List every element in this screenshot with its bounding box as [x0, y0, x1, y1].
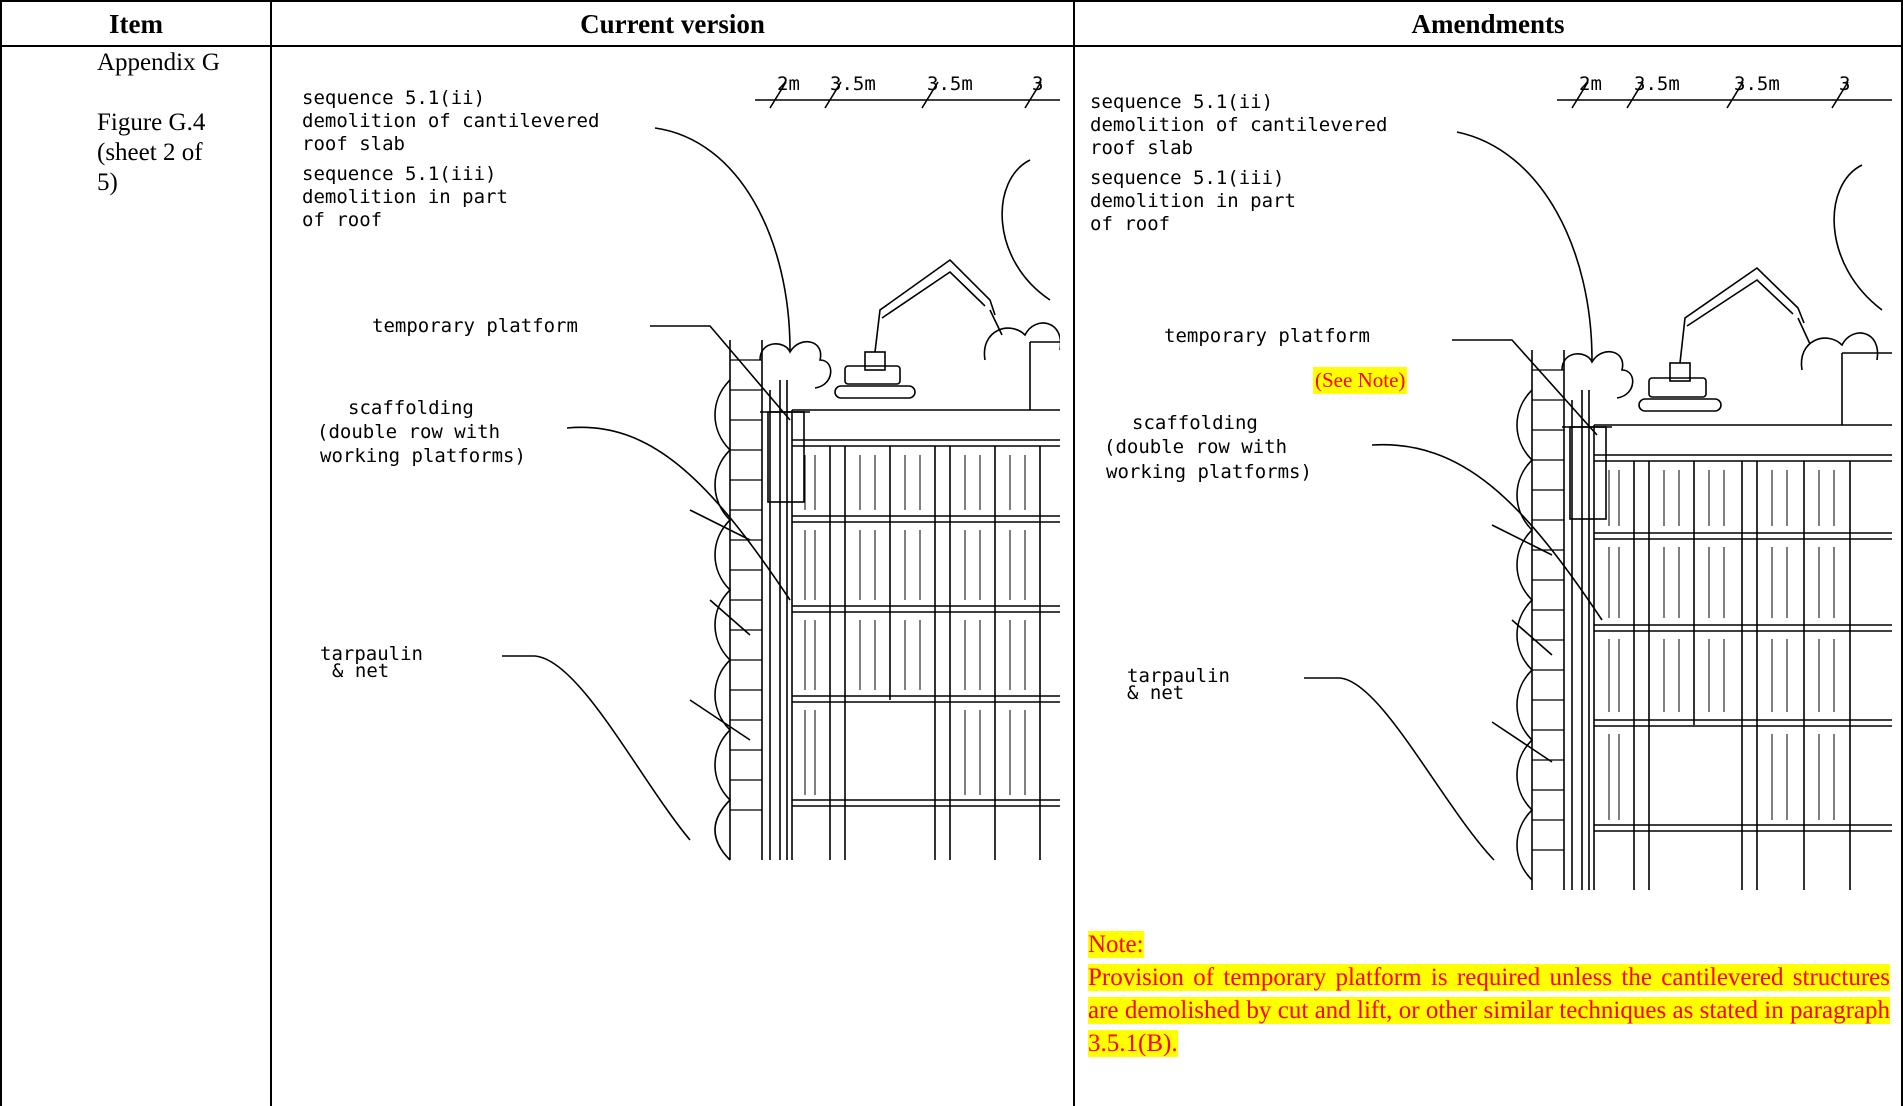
label-roof-slab: roof slab [1090, 137, 1193, 159]
label-tarpaulin: tarpaulin [1127, 665, 1230, 687]
label-demolition-1: demolition of cantilevered [302, 110, 599, 132]
column-divider-2 [1073, 0, 1075, 1106]
current-figure: 2m 3.5m 3.5m 3 sequence 5.1(ii) demoliti… [290, 60, 1062, 870]
label-scaffolding-1: scaffolding [348, 397, 474, 419]
dim-3-5m-b: 3.5m [1734, 73, 1780, 95]
note-title: Note: [1088, 931, 1144, 958]
label-demolition-2: demolition in part [302, 186, 508, 208]
label-temporary-platform: temporary platform [372, 315, 578, 337]
label-scaffolding-1: scaffolding [1132, 412, 1258, 434]
label-net: & net [332, 660, 389, 682]
table-left-border [0, 0, 2, 1106]
amended-figure: 2m 3.5m 3.5m 3 sequence 5.1(ii) demoliti… [1082, 60, 1892, 900]
header-item: Item [109, 9, 163, 39]
dim-3: 3 [1032, 73, 1043, 95]
label-scaffolding-3: working platforms) [320, 445, 526, 467]
table-top-border [0, 0, 1903, 2]
see-note-callout: (See Note) [1313, 367, 1408, 394]
dim-3-5m-b: 3.5m [927, 73, 973, 95]
header-bottom-border [0, 45, 1903, 47]
dim-3: 3 [1839, 73, 1850, 95]
item-line: 5) [97, 169, 118, 196]
label-temporary-platform: temporary platform [1164, 325, 1370, 347]
label-of-roof: of roof [302, 209, 382, 231]
item-line: Appendix G [97, 49, 220, 76]
label-sequence-2: sequence 5.1(iii) [302, 163, 496, 185]
dim-3-5m-a: 3.5m [830, 73, 876, 95]
label-roof-slab: roof slab [302, 133, 405, 155]
label-scaffolding-3: working platforms) [1106, 461, 1312, 483]
dim-3-5m-a: 3.5m [1634, 73, 1680, 95]
amendment-note: Note: Provision of temporary platform is… [1088, 928, 1890, 1060]
label-scaffolding-2: (double row with [1104, 436, 1287, 458]
label-tarpaulin: tarpaulin [320, 643, 423, 665]
label-of-roof: of roof [1090, 213, 1170, 235]
label-scaffolding-2: (double row with [317, 421, 500, 443]
column-divider-1 [270, 0, 272, 1106]
label-demolition-2: demolition in part [1090, 190, 1296, 212]
dim-2m: 2m [1579, 73, 1602, 95]
header-current-version: Current version [580, 9, 765, 39]
dim-2m: 2m [777, 73, 800, 95]
label-sequence-1: sequence 5.1(ii) [1090, 91, 1273, 113]
label-sequence-2: sequence 5.1(iii) [1090, 167, 1284, 189]
label-sequence-1: sequence 5.1(ii) [302, 87, 485, 109]
item-line: (sheet 2 of [97, 139, 203, 166]
item-line: Figure G.4 [97, 109, 206, 136]
header-amendments: Amendments [1411, 9, 1565, 39]
table-right-border [1901, 0, 1903, 1106]
note-text: Provision of temporary platform is requi… [1088, 964, 1890, 1057]
item-reference: Appendix G Figure G.4 (sheet 2 of 5) [97, 48, 220, 198]
label-demolition-1: demolition of cantilevered [1090, 114, 1387, 136]
label-net: & net [1127, 682, 1184, 704]
